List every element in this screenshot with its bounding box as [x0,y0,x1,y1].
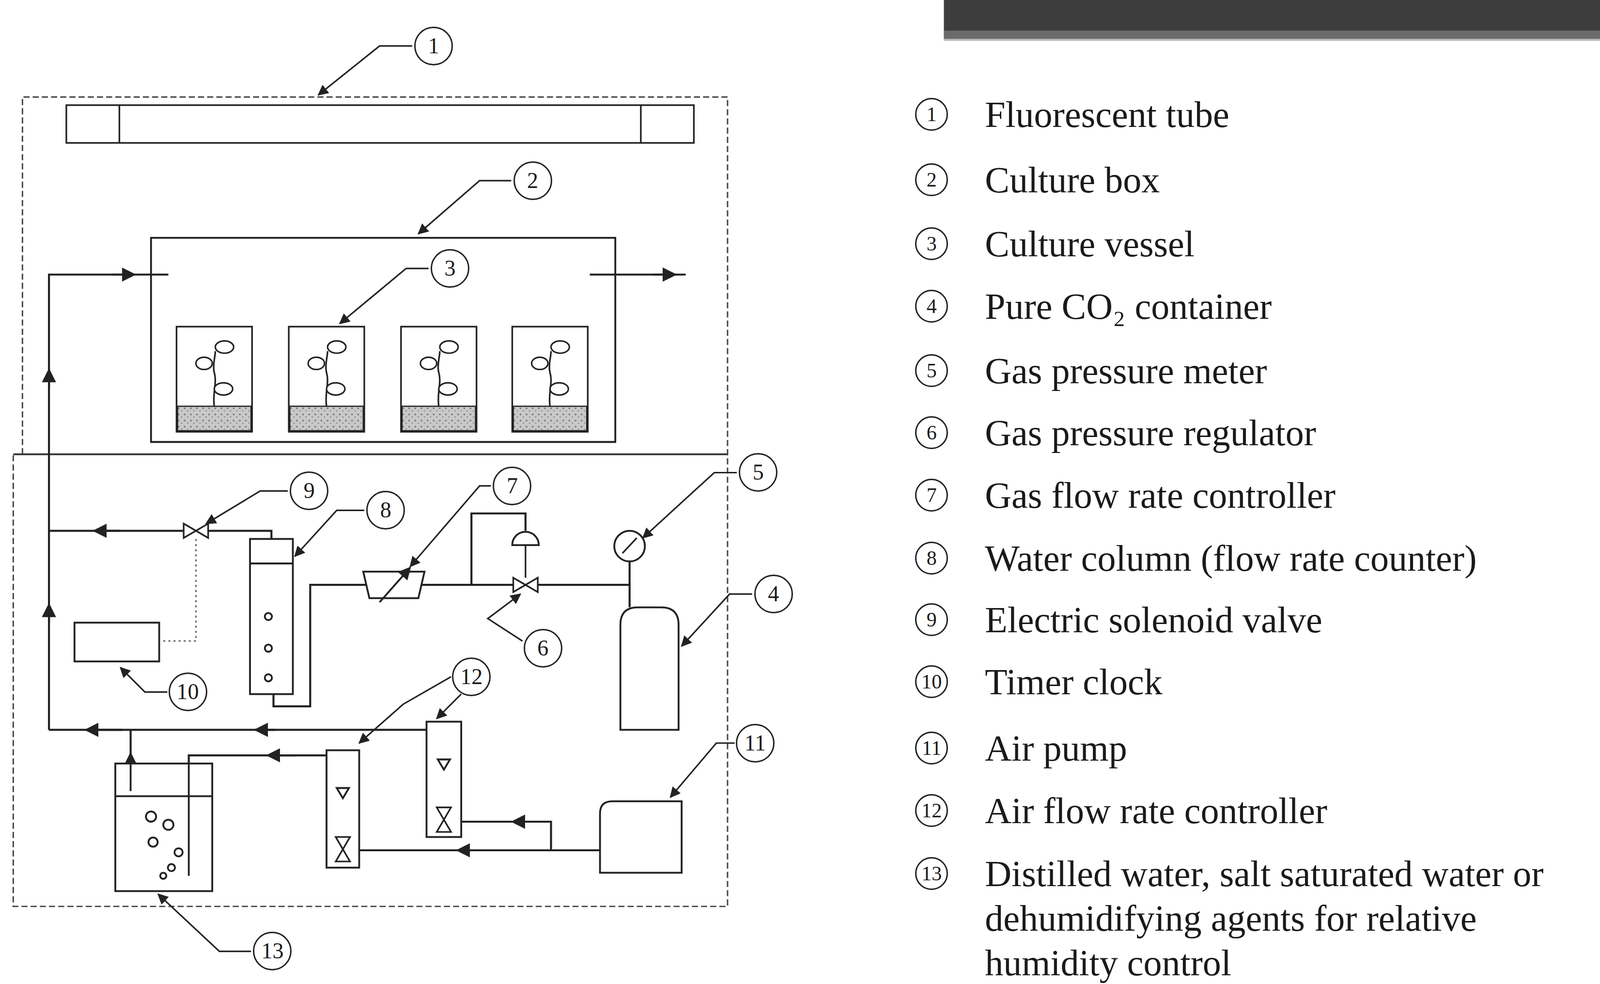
callout-text: 2 [527,169,539,192]
callout-number: 5 [738,452,778,492]
callout-number: 9 [289,471,329,511]
air-flow-meters [326,721,462,868]
part-name: Electric solenoid valve [984,597,1322,642]
callout-text: 1 [428,34,440,58]
legend-number-circle: 2 [915,163,948,197]
pressure-gauge [614,530,645,562]
legend-number-circle: 5 [915,354,948,388]
part-name: Pure CO₂ container [984,283,1272,329]
callout-text: 9 [303,479,315,502]
legend-entry: 1Fluorescent tube [915,97,1229,137]
callout-text: 7 [506,474,518,498]
legend-number: 5 [926,360,937,381]
callout-text: 3 [444,257,456,280]
callout-number: 11 [735,723,775,763]
callout-number: 4 [754,574,793,614]
callout-number: 7 [492,466,532,506]
part-name: Water column (flow rate counter) [984,535,1477,581]
legend-number: 10 [921,671,942,692]
callout-text: 13 [261,939,284,963]
solenoid-valve [183,523,209,538]
callout-text: 4 [767,582,779,606]
co2-cylinder [620,607,679,731]
callout-number: 3 [430,248,470,288]
legend-entry: 10Timer clock [915,665,1163,704]
callout-number: 2 [513,161,553,201]
scan-band-edge [944,30,1600,41]
legend-number-circle: 10 [915,665,948,699]
legend-number-circle: 11 [915,731,948,765]
legend-entry: 6Gas pressure regulator [915,416,1317,455]
legend-entry: 7Gas flow rate controller [915,478,1336,518]
legend-number-circle: 8 [915,541,948,575]
legend-number: 7 [926,484,937,506]
callout-number: 12 [451,657,491,697]
callout-text: 6 [537,636,549,660]
callout-text: 5 [752,461,764,484]
part-name: Fluorescent tube [984,92,1229,137]
chamber-frame [13,96,728,907]
legend-number-circle: 9 [915,603,948,637]
humidity-jar [115,763,213,891]
timer-wire [161,640,197,642]
legend-entry: 3Culture vessel [915,227,1195,266]
callout-number: 1 [414,26,453,66]
part-name: Timer clock [984,659,1163,704]
part-name: Air pump [984,725,1127,771]
fluorescent-tube [66,105,695,143]
timer-clock [74,622,160,662]
legend-number-circle: 6 [915,416,948,450]
legend-entry: 5Gas pressure meter [915,354,1267,393]
air-pump [600,801,683,873]
callout-text: 11 [744,731,766,755]
legend-entry: 12Air flow rate controller [915,793,1328,833]
callout-number: 13 [252,931,292,971]
gas-flow-controller [363,567,425,603]
callout-number: 6 [523,628,563,668]
legend-number: 12 [921,800,942,821]
legend-number: 2 [926,169,937,190]
legend-number-circle: 7 [915,478,948,512]
legend-number: 1 [926,104,937,125]
pressure-regulator [512,531,539,592]
legend-number: 8 [926,547,937,569]
legend-entry: 11Air pump [915,731,1127,771]
callout-text: 10 [176,680,200,703]
culture-vessels [176,326,588,432]
legend-number: 6 [926,422,937,443]
callout-text: 8 [380,498,392,522]
part-name: Gas pressure regulator [984,410,1317,455]
legend-number: 11 [921,737,942,759]
timer-wire [195,538,197,641]
callout-text: 12 [460,665,483,688]
legend-entry: 13Distilled water, salt saturated water … [915,856,1589,984]
legend-number-circle: 12 [915,793,948,827]
legend-entry: 2Culture box [915,163,1160,202]
legend-number-circle: 3 [915,227,948,261]
part-name: Distilled water, salt saturated water or… [984,851,1589,984]
legend-number: 4 [926,295,937,317]
leader-lines [120,46,753,952]
part-name: Gas pressure meter [984,348,1267,393]
water-column [249,538,293,694]
legend-entry: 8Water column (flow rate counter) [915,541,1477,581]
legend-entry: 4Pure CO₂ container [915,289,1272,329]
legend-number: 9 [926,609,937,630]
legend-number: 13 [921,863,942,884]
part-name: Air flow rate controller [984,788,1328,833]
culture-box [151,237,616,442]
legend-number: 3 [926,233,937,254]
part-name: Culture box [984,157,1160,202]
part-name: Culture vessel [984,221,1195,266]
legend-number-circle: 1 [915,97,948,131]
callout-number: 10 [168,672,208,712]
part-name: Gas flow rate controller [984,472,1336,518]
legend-number-circle: 4 [915,289,948,323]
callout-number: 8 [366,490,405,530]
legend-number-circle: 13 [915,856,948,890]
legend-entry: 9Electric solenoid valve [915,603,1322,642]
